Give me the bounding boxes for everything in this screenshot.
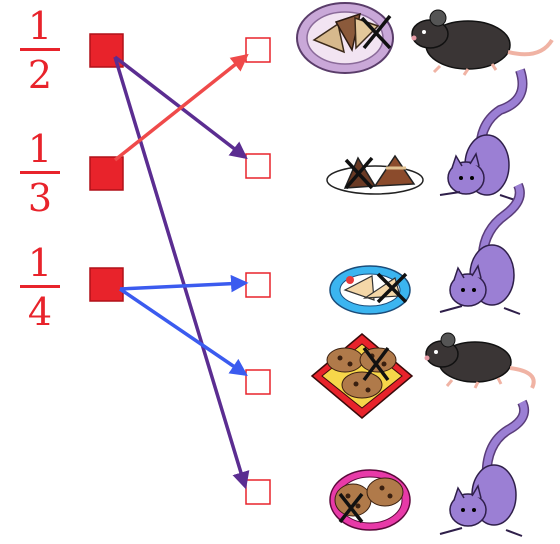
- arrow-half-to-box5: [113, 56, 250, 490]
- brownie-plate-illustration: [326, 154, 424, 195]
- source-box-quarter[interactable]: [89, 267, 124, 302]
- target-box-3[interactable]: [245, 272, 271, 298]
- fraction-denominator: 3: [27, 176, 53, 220]
- arrow-quarter-to-box4: [119, 287, 248, 376]
- pie-plate-illustration: [296, 2, 394, 74]
- cat-illustration: [439, 68, 528, 201]
- arrow-quarter-to-box3: [119, 274, 249, 293]
- target-box-5[interactable]: [245, 479, 271, 505]
- fraction-bar: [20, 171, 60, 174]
- fraction-numerator: 1: [27, 241, 53, 285]
- cat-illustration: [439, 182, 525, 315]
- rat-illustration: [424, 332, 536, 389]
- fraction-one-half: 1 2: [20, 6, 60, 95]
- sandwich-plate-illustration: [329, 265, 411, 315]
- fraction-denominator: 2: [27, 53, 53, 97]
- cross-mark-icon: [338, 492, 364, 524]
- cookie-plate-illustration: [329, 469, 411, 531]
- rat-illustration: [411, 9, 554, 76]
- arrow-third-to-box1: [113, 53, 249, 162]
- fraction-one-quarter: 1 4: [20, 243, 60, 332]
- cross-mark-icon: [362, 346, 390, 382]
- fraction-denominator: 4: [27, 290, 53, 334]
- target-box-2[interactable]: [245, 153, 271, 179]
- cross-mark-icon: [360, 14, 392, 50]
- target-box-4[interactable]: [245, 369, 271, 395]
- fraction-bar: [20, 285, 60, 288]
- source-box-third[interactable]: [89, 156, 124, 191]
- fraction-bar: [20, 48, 60, 51]
- fraction-one-third: 1 3: [20, 129, 60, 218]
- cross-mark-icon: [376, 272, 408, 304]
- fraction-numerator: 1: [27, 4, 53, 48]
- cookie-tray-illustration: [310, 333, 414, 419]
- cross-mark-icon: [344, 156, 374, 190]
- cat-illustration: [439, 399, 530, 537]
- fraction-numerator: 1: [27, 127, 53, 171]
- target-box-1[interactable]: [245, 37, 271, 63]
